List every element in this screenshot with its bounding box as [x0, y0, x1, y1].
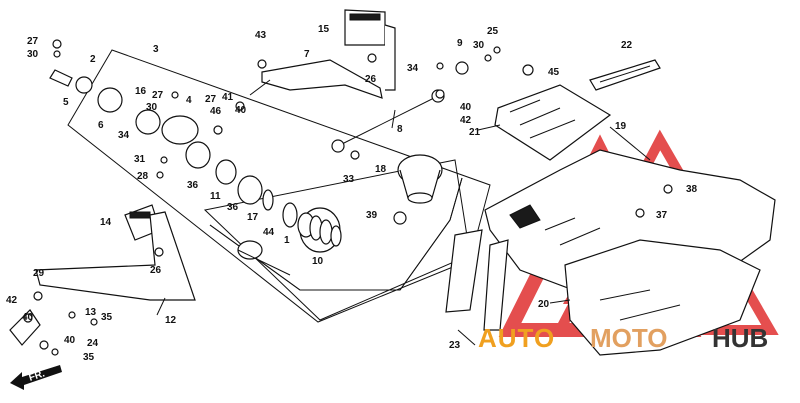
label-40d: 40 [64, 335, 76, 346]
shift-assembly-box [67, 49, 491, 323]
label-27b: 27 [152, 90, 164, 101]
label-34a: 34 [407, 63, 419, 74]
label-22: 22 [621, 40, 633, 51]
label-26a: 26 [365, 74, 377, 85]
bracket-7 [249, 59, 383, 99]
label-31: 29 [33, 268, 45, 279]
label-41a: 41 [222, 92, 234, 103]
label-32: 35 [101, 312, 113, 323]
label-1: 1 [284, 235, 290, 246]
lever-joint [237, 240, 291, 276]
label-24: 24 [87, 338, 99, 349]
label-19: 19 [615, 121, 627, 132]
label-40b: 40 [460, 102, 472, 113]
label-33: 34 [118, 130, 130, 141]
label-41b: 42 [460, 115, 472, 126]
label-6: 6 [98, 120, 104, 131]
label-7: 7 [304, 49, 310, 60]
leader-lines [156, 109, 651, 346]
label-11: 11 [210, 191, 221, 202]
label-46: 46 [210, 106, 222, 117]
svg-text:HUB: HUB [712, 323, 768, 353]
side-strip-23 [445, 229, 509, 331]
label-37: 37 [656, 210, 668, 221]
label-5: 5 [63, 97, 69, 108]
label-39: 39 [366, 210, 378, 221]
label-40c: 40 [22, 312, 34, 323]
shift-knob [397, 154, 443, 204]
front-direction-arrow: FR. [10, 365, 62, 390]
label-4: 4 [186, 95, 192, 106]
part-labels: 27 30 2 3 5 6 16 27 30 4 34 31 28 27 46 … [6, 24, 698, 363]
label-18: 18 [375, 164, 387, 175]
label-21: 21 [469, 127, 481, 138]
rod-8 [331, 89, 445, 153]
label-23: 23 [449, 340, 461, 351]
label-29: 30 [473, 40, 485, 51]
label-13: 13 [85, 307, 97, 318]
label-15: 15 [318, 24, 330, 35]
label-30c: 31 [134, 154, 146, 165]
label-34b: 33 [343, 174, 355, 185]
console-20 [564, 239, 761, 356]
hardware-bolts [23, 39, 673, 356]
shift-lever-rod [209, 177, 463, 291]
shift-boot [297, 207, 342, 253]
label-45: 45 [548, 67, 560, 78]
watermark-text: AUTO MOTO HUB [478, 323, 768, 353]
bracket-12 [35, 211, 196, 301]
strip-22 [589, 59, 661, 91]
label-27a: 27 [27, 36, 39, 47]
label-36b: 36 [227, 202, 239, 213]
label-30b: 30 [146, 102, 158, 113]
label-35: 35 [83, 352, 95, 363]
shaft-rings [49, 69, 298, 228]
svg-text:FR.: FR. [28, 368, 47, 384]
label-27c: 28 [137, 171, 149, 182]
label-28: 27 [205, 94, 217, 105]
label-44: 44 [263, 227, 275, 238]
label-17: 17 [247, 212, 259, 223]
label-30a: 30 [27, 49, 39, 60]
label-20: 20 [538, 299, 550, 310]
label-43: 43 [255, 30, 267, 41]
label-12: 12 [165, 315, 177, 326]
label-8: 8 [397, 124, 403, 135]
label-26b: 26 [150, 265, 162, 276]
label-40a: 40 [235, 105, 247, 116]
label-16: 16 [135, 86, 147, 97]
label-3: 3 [153, 44, 159, 55]
label-36a: 36 [187, 180, 199, 191]
label-2: 2 [90, 54, 96, 65]
svg-text:AUTO: AUTO [478, 323, 555, 353]
svg-text:MOTO: MOTO [590, 323, 668, 353]
label-10: 10 [312, 256, 324, 267]
label-9: 9 [457, 38, 463, 49]
label-42: 42 [6, 295, 18, 306]
bracket-15 [344, 9, 396, 91]
label-25: 25 [487, 26, 499, 37]
tray-21 [494, 84, 612, 161]
label-38: 38 [686, 184, 698, 195]
label-14: 14 [100, 217, 112, 228]
